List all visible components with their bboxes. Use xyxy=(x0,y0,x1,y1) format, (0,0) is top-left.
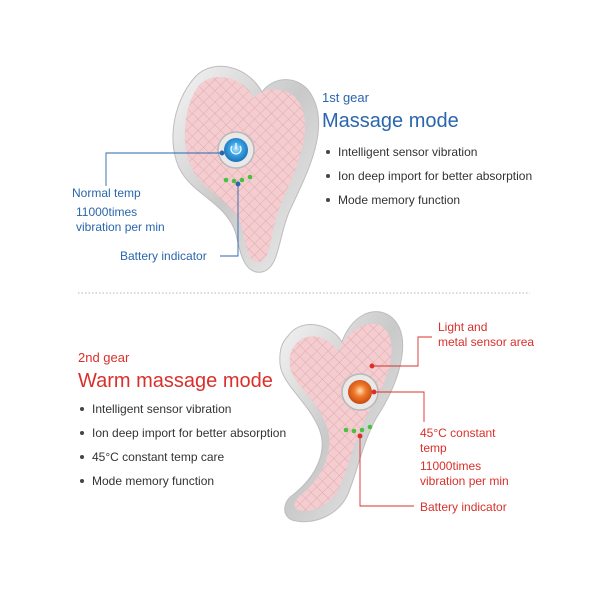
bottom-sensor-line2: metal sensor area xyxy=(438,335,535,349)
bullet-icon xyxy=(326,174,330,178)
bottom-battery-leds xyxy=(343,424,373,434)
bottom-battery-label: Battery indicator xyxy=(420,500,507,514)
bottom-feature-list: Intelligent sensor vibration Ion deep im… xyxy=(80,397,286,493)
bottom-feature-item: 45°C constant temp care xyxy=(80,445,286,469)
bottom-feature-item: Mode memory function xyxy=(80,469,286,493)
top-feature-list: Intelligent sensor vibration Ion deep im… xyxy=(326,140,532,212)
top-device-pad xyxy=(184,76,306,263)
top-vibration-line1: 11000times xyxy=(76,205,138,219)
bottom-feature-item: Intelligent sensor vibration xyxy=(80,397,286,421)
bottom-device xyxy=(279,311,404,523)
top-feature-item: Ion deep import for better absorption xyxy=(326,164,532,188)
bullet-icon xyxy=(80,431,84,435)
bullet-icon xyxy=(326,150,330,154)
bottom-feature-item: Ion deep import for better absorption xyxy=(80,421,286,445)
bottom-leader-lines xyxy=(357,336,432,507)
top-power-button xyxy=(224,138,248,162)
bottom-gear-label: 2nd gear xyxy=(78,350,130,365)
top-gear-label: 1st gear xyxy=(322,90,369,105)
bottom-temp-line2: temp xyxy=(420,441,447,455)
bottom-mode-title: Warm massage mode xyxy=(78,370,273,392)
bottom-power-button xyxy=(348,380,372,404)
bottom-device-pad xyxy=(289,323,392,511)
bottom-vibration-line2: vibration per min xyxy=(420,474,509,488)
bottom-vibration-line1: 11000times xyxy=(420,459,482,473)
bottom-temp-line1: 45°C constant xyxy=(420,426,496,440)
top-battery-leds xyxy=(223,174,253,184)
bullet-icon xyxy=(326,198,330,202)
bullet-icon xyxy=(80,479,84,483)
top-mode-title: Massage mode xyxy=(322,110,459,132)
top-vibration-line2: vibration per min xyxy=(76,220,165,234)
bullet-icon xyxy=(80,407,84,411)
top-device xyxy=(172,65,320,273)
top-feature-item: Mode memory function xyxy=(326,188,532,212)
top-normal-temp-label: Normal temp xyxy=(72,186,141,200)
top-battery-label: Battery indicator xyxy=(120,249,207,263)
bottom-sensor-line1: Light and xyxy=(438,320,488,334)
bullet-icon xyxy=(80,455,84,459)
top-leader-lines xyxy=(105,150,241,257)
top-feature-item: Intelligent sensor vibration xyxy=(326,140,532,164)
